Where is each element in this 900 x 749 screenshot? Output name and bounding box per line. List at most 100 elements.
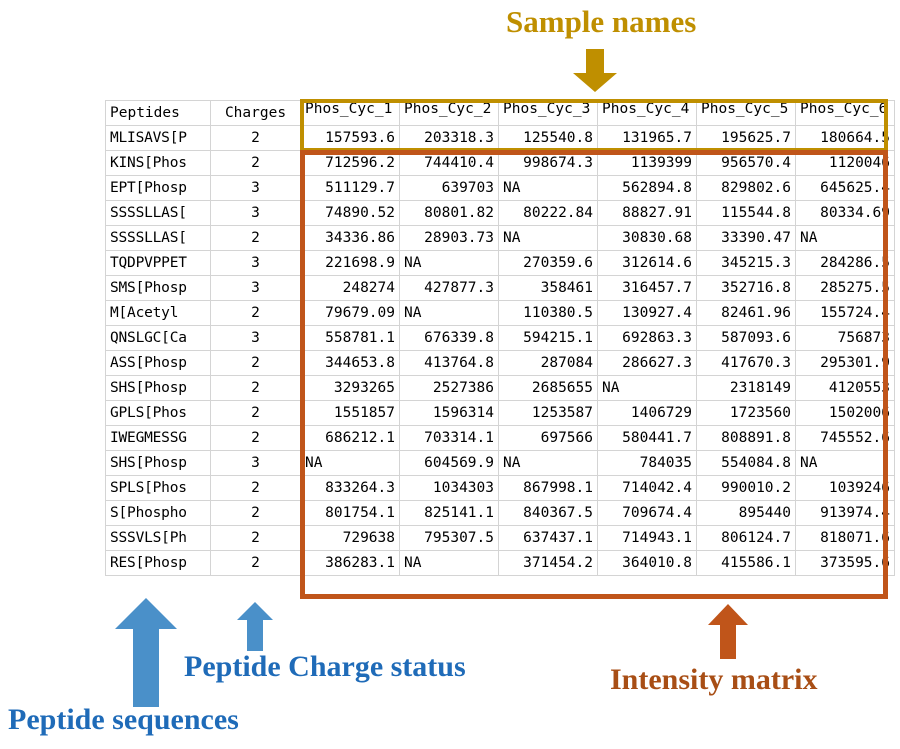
intensity-cell[interactable]: 195625.7 [696,125,796,151]
intensity-cell[interactable]: 131965.7 [597,125,697,151]
intensity-cell[interactable]: 125540.8 [498,125,598,151]
intensity-cell[interactable]: 284286.5 [795,250,895,276]
charge-cell[interactable]: 3 [210,200,301,226]
intensity-cell[interactable]: 756873 [795,325,895,351]
intensity-cell[interactable]: 80334.69 [795,200,895,226]
intensity-cell[interactable]: 580441.7 [597,425,697,451]
intensity-cell[interactable]: 744410.4 [399,150,499,176]
intensity-cell[interactable]: 415586.1 [696,550,796,576]
intensity-cell[interactable]: 637437.1 [498,525,598,551]
intensity-cell[interactable]: 371454.2 [498,550,598,576]
intensity-cell[interactable]: 1034303 [399,475,499,501]
peptide-sequence-cell[interactable]: IWEGMESSG [105,425,211,451]
column-header-sample-6[interactable]: Phos_Cyc_6 [795,100,895,126]
intensity-cell[interactable]: 1120046 [795,150,895,176]
intensity-cell[interactable]: 364010.8 [597,550,697,576]
intensity-cell[interactable]: 352716.8 [696,275,796,301]
charge-cell[interactable]: 2 [210,375,301,401]
charge-cell[interactable]: 2 [210,300,301,326]
intensity-cell[interactable]: 729638 [300,525,400,551]
charge-cell[interactable]: 2 [210,400,301,426]
intensity-cell[interactable]: NA [498,175,598,201]
charge-cell[interactable]: 2 [210,425,301,451]
intensity-cell[interactable]: 270359.6 [498,250,598,276]
intensity-cell[interactable]: 79679.09 [300,300,400,326]
charge-cell[interactable]: 2 [210,150,301,176]
intensity-cell[interactable]: 829802.6 [696,175,796,201]
intensity-cell[interactable]: 703314.1 [399,425,499,451]
intensity-cell[interactable]: 295301.9 [795,350,895,376]
intensity-cell[interactable]: 157593.6 [300,125,400,151]
intensity-cell[interactable]: 130927.4 [597,300,697,326]
peptide-sequence-cell[interactable]: EPT[Phosp [105,175,211,201]
column-header-charges[interactable]: Charges [210,100,301,126]
peptide-sequence-cell[interactable]: TQDPVPPET [105,250,211,276]
charge-cell[interactable]: 3 [210,175,301,201]
intensity-cell[interactable]: 312614.6 [597,250,697,276]
intensity-cell[interactable]: 895440 [696,500,796,526]
peptide-sequence-cell[interactable]: S[Phospho [105,500,211,526]
intensity-cell[interactable]: NA [498,450,598,476]
peptide-sequence-cell[interactable]: KINS[Phos [105,150,211,176]
intensity-cell[interactable]: 784035 [597,450,697,476]
charge-cell[interactable]: 2 [210,225,301,251]
intensity-cell[interactable]: 745552.6 [795,425,895,451]
intensity-cell[interactable]: 221698.9 [300,250,400,276]
intensity-cell[interactable]: 80222.84 [498,200,598,226]
intensity-cell[interactable]: 712596.2 [300,150,400,176]
intensity-cell[interactable]: 1596314 [399,400,499,426]
column-header-sample-2[interactable]: Phos_Cyc_2 [399,100,499,126]
intensity-cell[interactable]: 554084.8 [696,450,796,476]
intensity-cell[interactable]: 913974.4 [795,500,895,526]
intensity-cell[interactable]: NA [399,550,499,576]
intensity-cell[interactable]: 604569.9 [399,450,499,476]
intensity-cell[interactable]: 801754.1 [300,500,400,526]
peptide-sequence-cell[interactable]: MLISAVS[P [105,125,211,151]
column-header-sample-1[interactable]: Phos_Cyc_1 [300,100,400,126]
intensity-cell[interactable]: 285275.5 [795,275,895,301]
intensity-cell[interactable]: 511129.7 [300,175,400,201]
intensity-cell[interactable]: 4120553 [795,375,895,401]
intensity-cell[interactable]: 840367.5 [498,500,598,526]
intensity-cell[interactable]: 248274 [300,275,400,301]
intensity-cell[interactable]: 115544.8 [696,200,796,226]
intensity-cell[interactable]: 1551857 [300,400,400,426]
charge-cell[interactable]: 2 [210,350,301,376]
charge-cell[interactable]: 2 [210,125,301,151]
intensity-cell[interactable]: NA [498,225,598,251]
charge-cell[interactable]: 3 [210,275,301,301]
intensity-cell[interactable]: 645625.4 [795,175,895,201]
intensity-cell[interactable]: 286627.3 [597,350,697,376]
intensity-cell[interactable]: 806124.7 [696,525,796,551]
intensity-cell[interactable]: 818071.6 [795,525,895,551]
intensity-cell[interactable]: 417670.3 [696,350,796,376]
intensity-cell[interactable]: 82461.96 [696,300,796,326]
column-header-peptides[interactable]: Peptides [105,100,211,126]
intensity-cell[interactable]: NA [597,375,697,401]
intensity-cell[interactable]: 180664.5 [795,125,895,151]
charge-cell[interactable]: 3 [210,325,301,351]
column-header-sample-3[interactable]: Phos_Cyc_3 [498,100,598,126]
peptide-sequence-cell[interactable]: SHS[Phosp [105,375,211,401]
intensity-cell[interactable]: 373595.6 [795,550,895,576]
intensity-cell[interactable]: 956570.4 [696,150,796,176]
intensity-cell[interactable]: 2318149 [696,375,796,401]
intensity-cell[interactable]: 2685655 [498,375,598,401]
intensity-cell[interactable]: 990010.2 [696,475,796,501]
intensity-cell[interactable]: 287084 [498,350,598,376]
peptide-sequence-cell[interactable]: SPLS[Phos [105,475,211,501]
intensity-cell[interactable]: 587093.6 [696,325,796,351]
intensity-cell[interactable]: 795307.5 [399,525,499,551]
intensity-cell[interactable]: 1139399 [597,150,697,176]
